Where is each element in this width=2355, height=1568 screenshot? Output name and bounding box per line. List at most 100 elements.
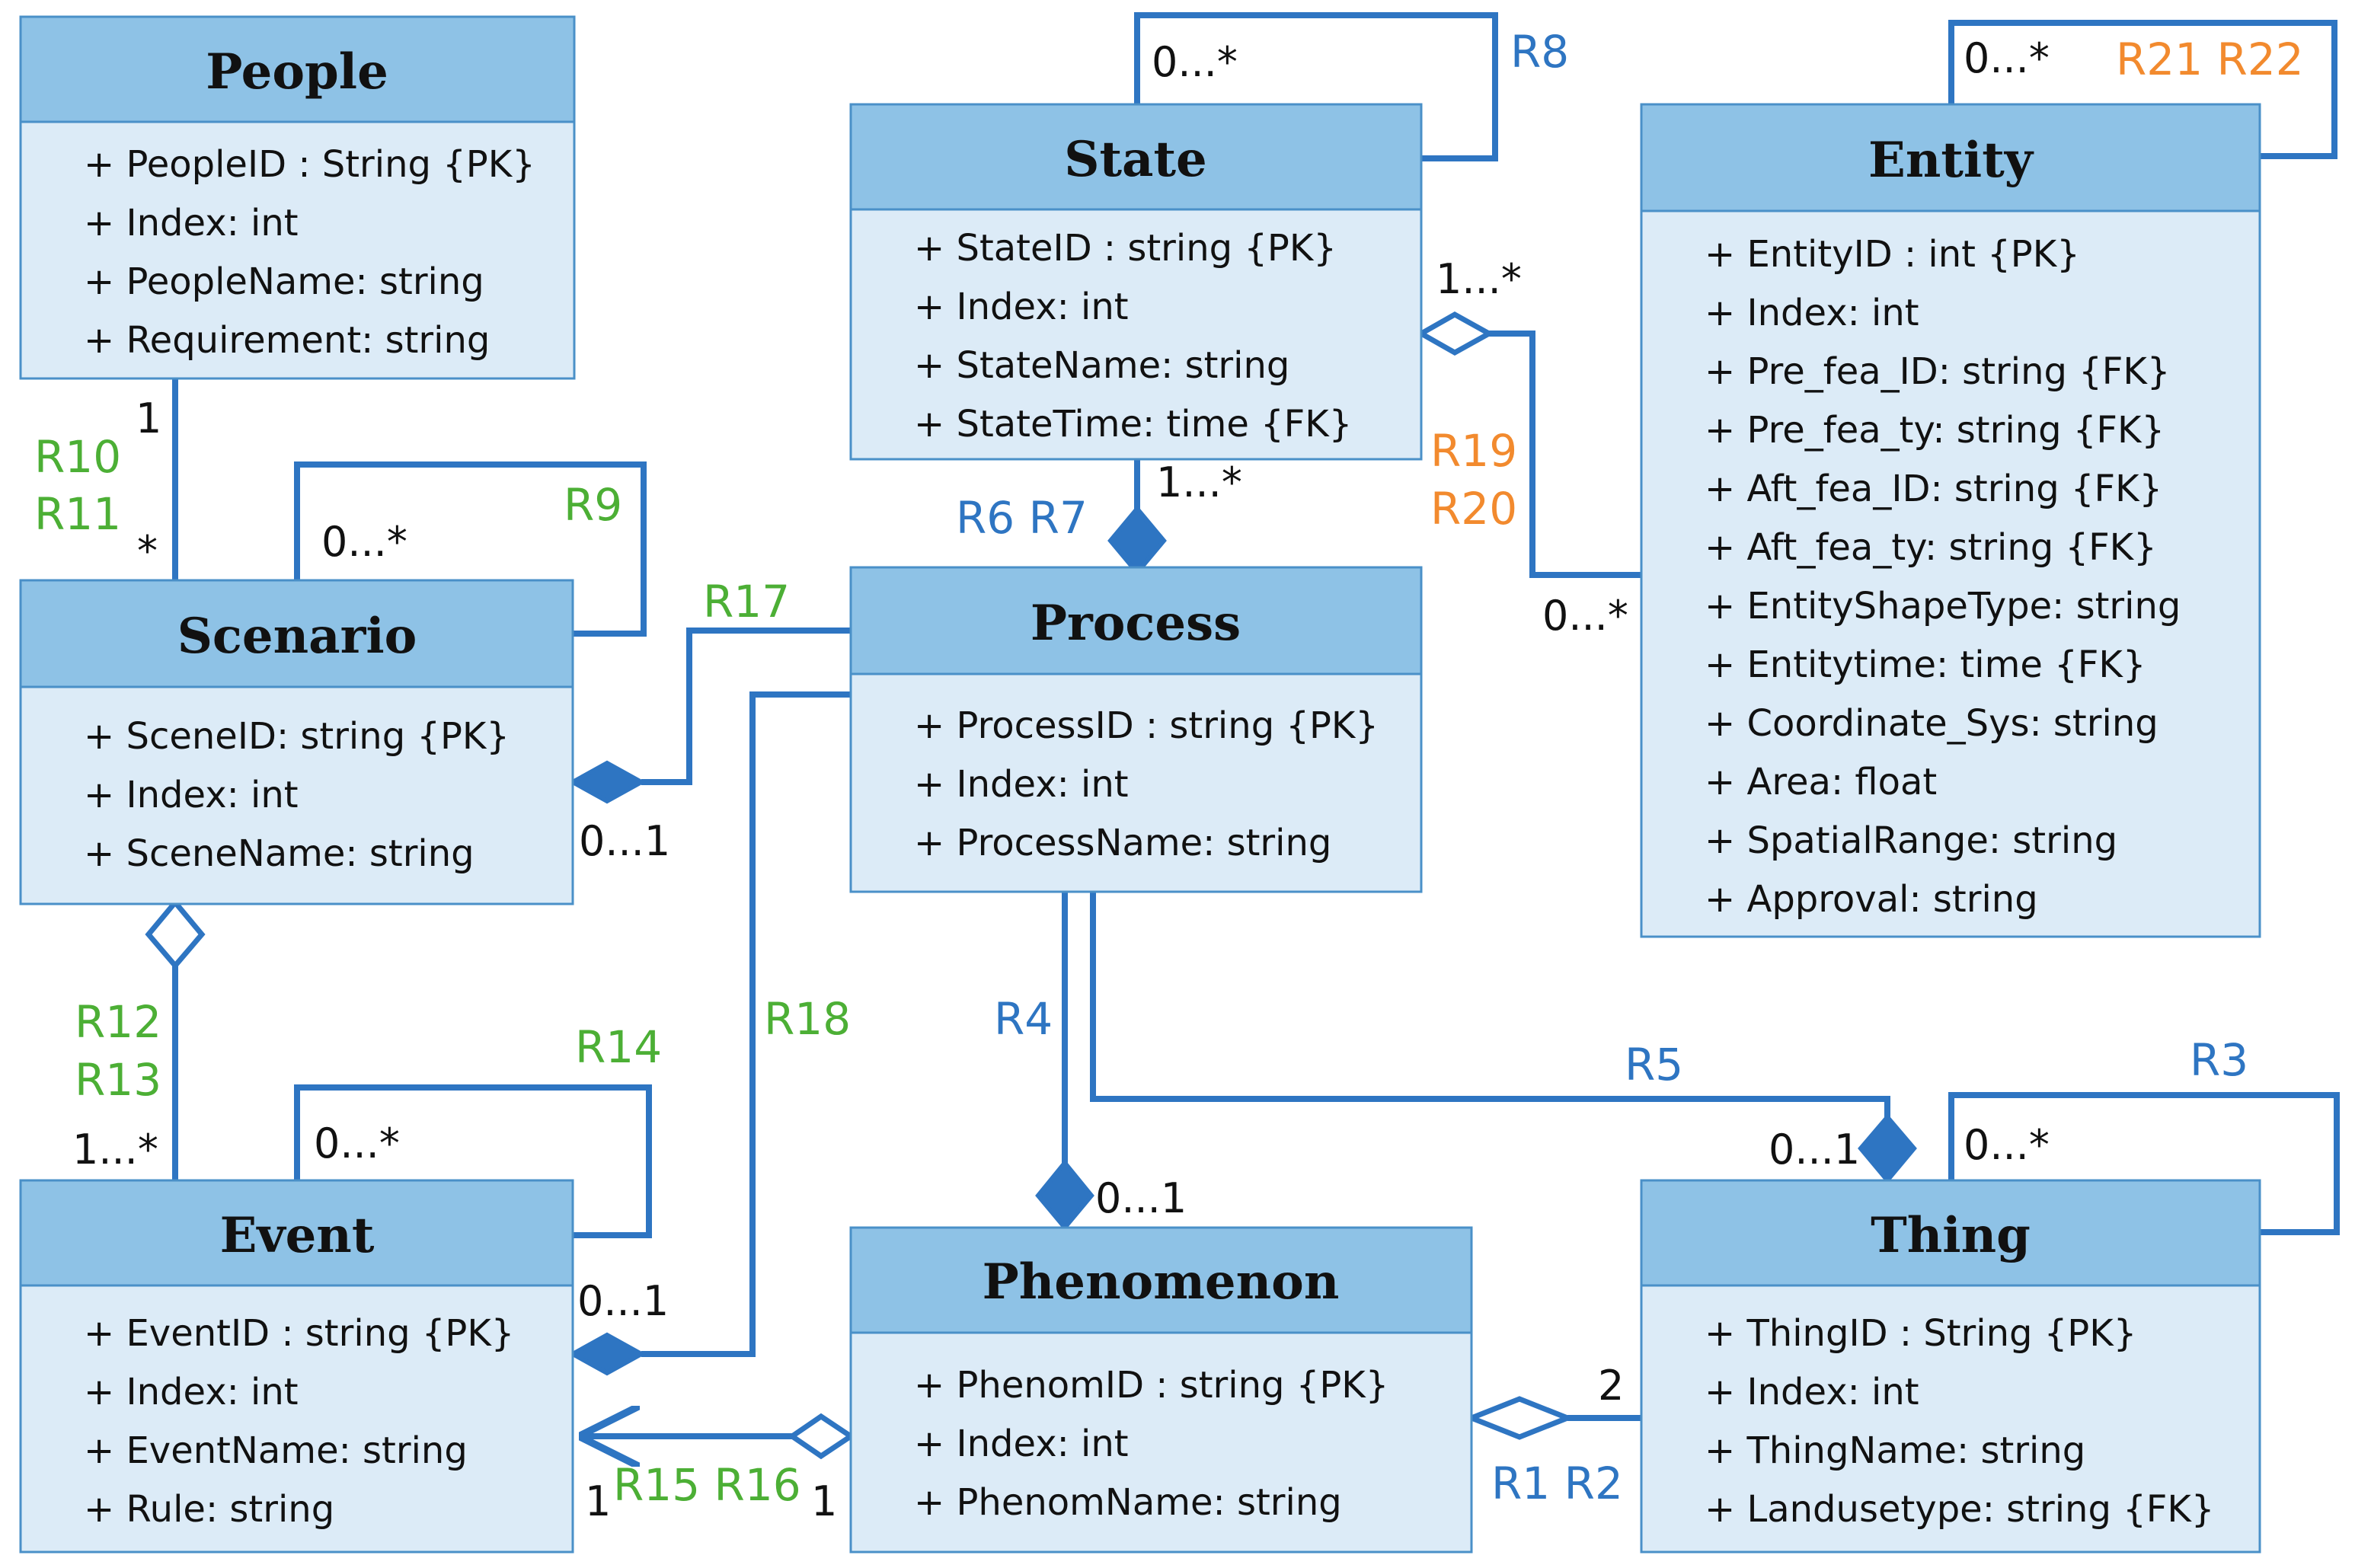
relation-label-r8: R8 <box>1510 26 1569 78</box>
attribute: + PhenomName: string <box>914 1481 1342 1524</box>
multiplicity-state-entity-entity: 0...* <box>1542 592 1628 640</box>
class-header <box>19 579 574 688</box>
class-title: People <box>206 43 388 101</box>
class-people: People + PeopleID : String {PK} + Index:… <box>19 15 576 380</box>
multiplicity-people-scenario-scenario: * <box>137 527 158 575</box>
attribute: + PeopleID : String {PK} <box>84 143 535 186</box>
attribute: + ThingName: string <box>1705 1429 2085 1472</box>
multiplicity-labels: 0...* 0...* 1...* 0...* 1 * 0...* 1...* … <box>72 34 2050 1525</box>
attribute: + Index: int <box>84 774 299 816</box>
connector-state-entity <box>1489 331 1641 578</box>
class-body <box>849 208 1423 461</box>
relation-label-r5: R5 <box>1625 1039 1683 1091</box>
class-title: State <box>1064 131 1207 188</box>
aggregation-diamond-state <box>1415 311 1495 356</box>
attribute: + Requirement: string <box>84 319 490 362</box>
aggregation-diamond-phenomenon-thing <box>1464 1396 1575 1440</box>
relation-label-r14: R14 <box>575 1021 662 1073</box>
attribute: + StateTime: time {FK} <box>914 403 1352 445</box>
connector-event-self <box>294 1084 652 1238</box>
class-title: Event <box>220 1207 375 1264</box>
attribute: + Entitytime: time {FK} <box>1705 643 2146 686</box>
multiplicity-process-event: 0...1 <box>577 1277 669 1325</box>
relation-label-r3: R3 <box>2190 1034 2248 1086</box>
connector-state-self <box>1134 12 1498 161</box>
class-title: Phenomenon <box>983 1253 1340 1311</box>
multiplicity-event-self: 0...* <box>314 1119 400 1167</box>
attribute: + Rule: string <box>84 1488 334 1531</box>
attribute: + Aft_fea_ty: string {FK} <box>1705 526 2157 569</box>
attribute: + Index: int <box>1705 292 1919 334</box>
class-title: Thing <box>1871 1207 2031 1264</box>
multiplicity-event-phenomenon-phenomenon: 1 <box>811 1477 837 1525</box>
multiplicity-process-phenomenon: 0...1 <box>1095 1174 1187 1222</box>
relation-label-r18: R18 <box>764 993 851 1045</box>
attribute: + Landusetype: string {FK} <box>1705 1488 2214 1531</box>
class-body <box>1640 1284 2261 1554</box>
relation-label-r11: R11 <box>34 488 121 540</box>
multiplicity-process-thing: 0...1 <box>1769 1126 1860 1174</box>
attribute: + Area: float <box>1705 761 1937 803</box>
connector-scenario-self <box>294 461 647 637</box>
composition-diamond-event <box>567 1332 647 1376</box>
class-title: Entity <box>1868 132 2034 189</box>
relation-label-r10: R10 <box>34 431 121 483</box>
aggregation-diamond-phenomenon-event <box>787 1413 856 1460</box>
attribute: + Pre_fea_ty: string {FK} <box>1705 409 2165 452</box>
composition-diamond-phenomenon <box>1035 1159 1094 1231</box>
class-body <box>849 1331 1473 1554</box>
relation-label-r19: R19 <box>1430 425 1517 477</box>
relation-label-r13: R13 <box>75 1054 161 1106</box>
attribute: + ProcessID : string {PK} <box>914 704 1379 747</box>
relation-label-r20: R20 <box>1430 483 1517 535</box>
attribute: + EventID : string {PK} <box>84 1312 514 1355</box>
class-header <box>19 1179 574 1287</box>
class-body <box>849 672 1423 893</box>
attribute: + Index: int <box>84 1371 299 1413</box>
attribute: + Index: int <box>914 286 1129 328</box>
class-body <box>19 1284 574 1554</box>
multiplicity-scenario-event: 1...* <box>72 1126 158 1174</box>
multiplicity-phenomenon-thing-thing: 2 <box>1598 1362 1624 1410</box>
class-phenomenon: Phenomenon + PhenomID : string {PK} + In… <box>849 1226 1473 1554</box>
class-thing: Thing + ThingID : String {PK} + Index: i… <box>1640 1179 2261 1554</box>
multiplicity-process-scenario: 0...1 <box>579 817 670 865</box>
attribute: + Approval: string <box>1705 878 2038 921</box>
relation-label-r6-r7: R6 R7 <box>956 492 1088 544</box>
class-body <box>1640 209 2261 938</box>
connector-thing-self <box>1948 1092 2340 1235</box>
multiplicity-event-phenomenon-event: 1 <box>585 1477 611 1525</box>
attribute: + EntityShapeType: string <box>1705 585 2181 628</box>
attribute: + EntityID : int {PK} <box>1705 233 2080 276</box>
multiplicity-thing-self: 0...* <box>1964 1121 2050 1169</box>
attribute: + EventName: string <box>84 1429 468 1472</box>
class-entity: Entity + EntityID : int {PK} + Index: in… <box>1640 103 2261 938</box>
attribute: + Pre_fea_ID: string {FK} <box>1705 350 2170 393</box>
multiplicity-people-scenario-people: 1 <box>136 394 161 442</box>
attribute: + SceneName: string <box>84 832 475 875</box>
attribute: + Index: int <box>1705 1371 1919 1413</box>
attribute: + Index: int <box>914 1423 1129 1465</box>
relation-label-r9: R9 <box>564 479 622 531</box>
class-title: Scenario <box>177 608 417 665</box>
connector-process-event <box>641 691 851 1357</box>
attribute: + Index: int <box>914 763 1129 806</box>
relation-label-r1-r2: R1 R2 <box>1491 1458 1623 1509</box>
attribute: + SpatialRange: string <box>1705 819 2117 862</box>
relation-label-r17: R17 <box>703 576 790 628</box>
composition-diamond-process <box>1107 505 1167 576</box>
attribute: + StateName: string <box>914 344 1289 387</box>
class-header <box>849 103 1423 211</box>
multiplicity-state-process: 1...* <box>1156 458 1242 506</box>
attribute: + Coordinate_Sys: string <box>1705 702 2158 745</box>
class-event: Event + EventID : string {PK} + Index: i… <box>19 1179 574 1554</box>
relation-label-r15-r16: R15 R16 <box>613 1459 801 1511</box>
class-process: Process + ProcessID : string {PK} + Inde… <box>849 566 1423 893</box>
relation-labels: R8 R21 R22 R10 R11 R9 R6 R7 R19 R20 R17 … <box>34 26 2304 1511</box>
class-header <box>19 15 576 123</box>
class-body <box>19 685 574 905</box>
multiplicity-scenario-self: 0...* <box>321 518 407 566</box>
class-title: Process <box>1031 595 1241 652</box>
multiplicity-entity-self: 0...* <box>1964 34 2050 82</box>
